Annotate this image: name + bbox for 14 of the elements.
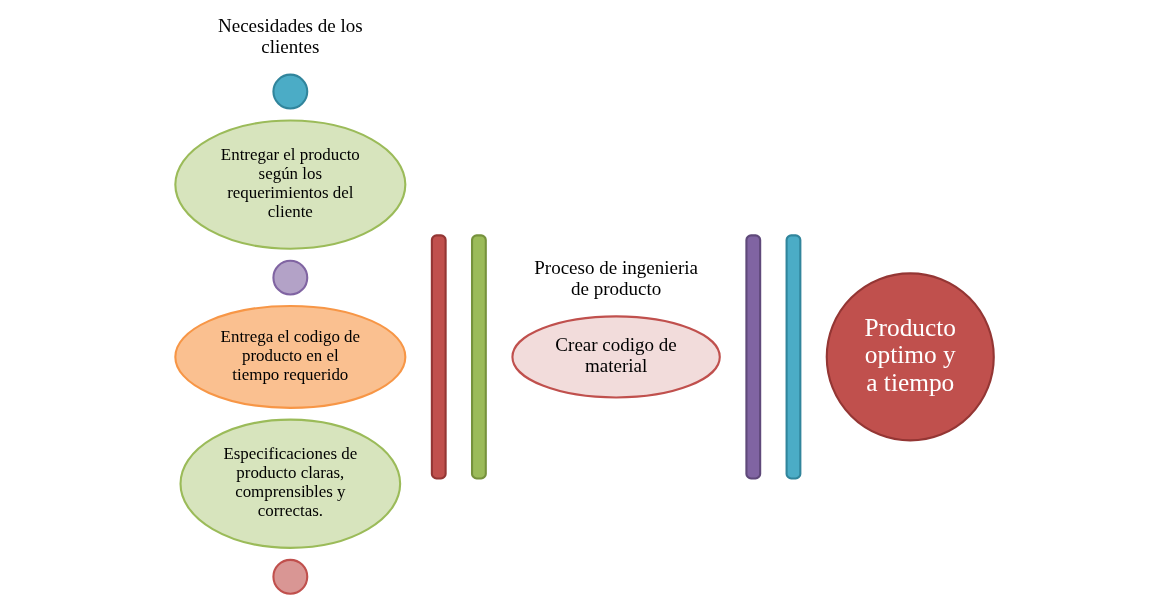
node-circle [271, 73, 308, 110]
node-ellipse: Entregar el producto según los requerimientos del cliente [173, 119, 406, 250]
node-arc [430, 234, 447, 480]
node-arc [785, 234, 801, 480]
node-arc [744, 234, 761, 480]
node-arc [470, 234, 487, 480]
node-ellipse: Crear codigo de material [510, 315, 721, 399]
node-circle: Producto optimo y a tiempo [825, 272, 995, 442]
node-ellipse: Especificaciones de producto claras, comprensibles y correctas. [178, 418, 401, 549]
node-circle [271, 259, 308, 296]
node-ellipse: Entrega el codigo de producto en el tiempo requerido [173, 304, 406, 409]
node-circle [271, 558, 308, 595]
label: Proceso de ingenieria de producto [533, 256, 698, 299]
label: Necesidades de los clientes [217, 14, 363, 57]
